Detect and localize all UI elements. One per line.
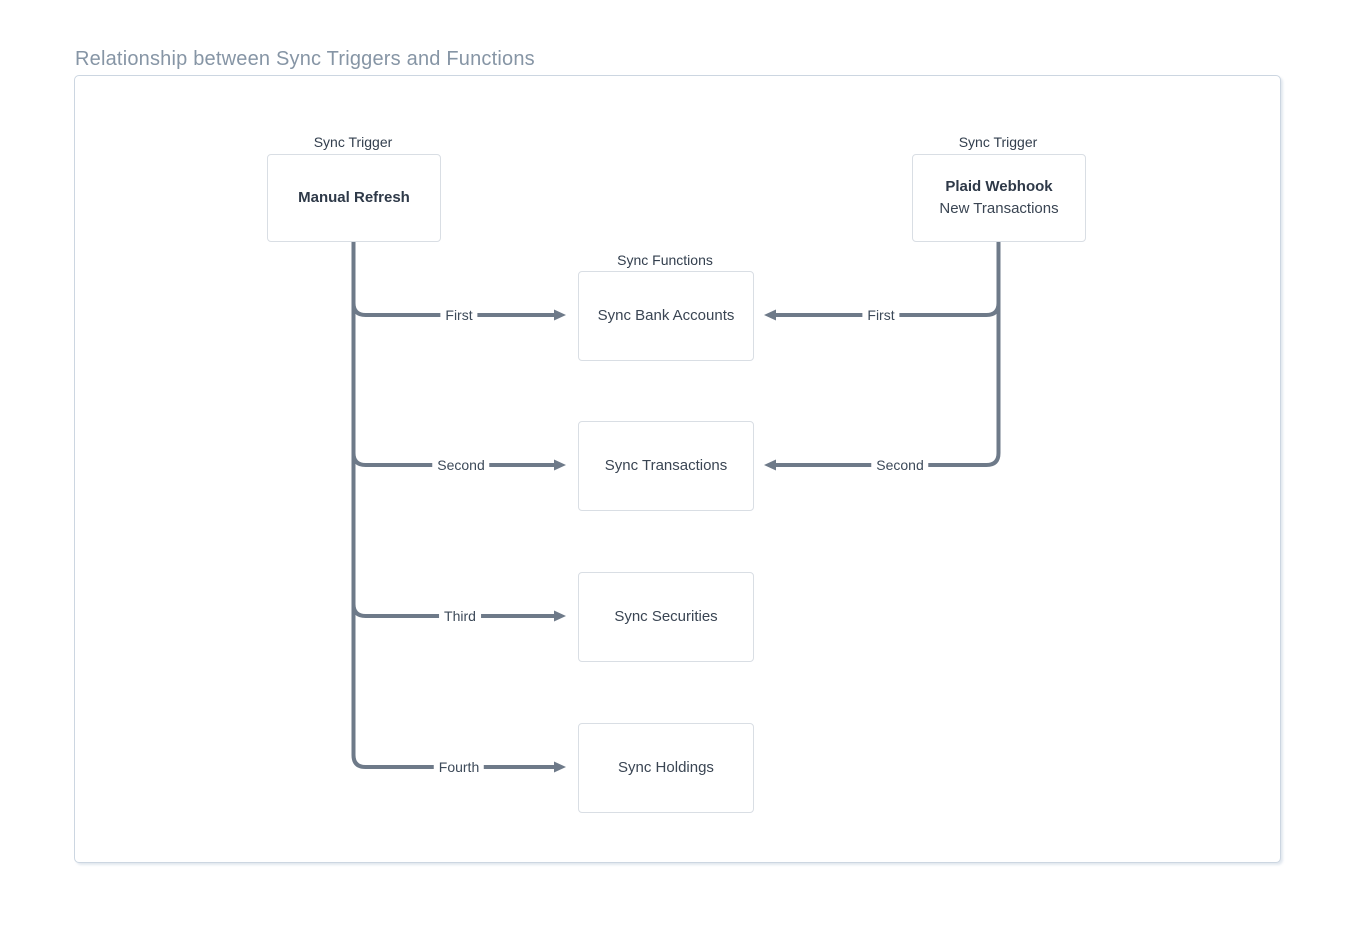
node-sync-transactions-label: Sync Transactions	[604, 457, 728, 475]
group-label-sync-functions: Sync Functions	[617, 252, 713, 268]
group-label-sync-trigger-webhook: Sync Trigger	[958, 134, 1038, 150]
edge-label-webhook-second: Second	[871, 456, 929, 474]
edge-label-manual-second: Second	[432, 456, 490, 474]
edge-label-manual-first: First	[440, 306, 478, 324]
node-manual-refresh: Manual Refresh	[267, 154, 441, 242]
node-sync-bank-accounts-label: Sync Bank Accounts	[597, 307, 735, 325]
node-sync-securities-label: Sync Securities	[614, 608, 718, 626]
node-sync-securities: Sync Securities	[578, 572, 754, 662]
edge-label-manual-fourth: Fourth	[433, 758, 485, 776]
node-plaid-webhook: Plaid Webhook New Transactions	[912, 154, 1086, 242]
node-plaid-webhook-label: Plaid Webhook	[945, 178, 1053, 196]
edge-label-webhook-first: First	[862, 306, 900, 324]
node-sync-holdings-label: Sync Holdings	[618, 759, 714, 777]
edge-label-manual-third: Third	[439, 607, 481, 625]
node-sync-transactions: Sync Transactions	[578, 421, 754, 511]
node-manual-refresh-label: Manual Refresh	[298, 189, 410, 207]
node-plaid-webhook-sublabel: New Transactions	[939, 200, 1059, 217]
diagram-title: Relationship between Sync Triggers and F…	[75, 48, 535, 70]
node-sync-holdings: Sync Holdings	[578, 723, 754, 813]
node-sync-bank-accounts: Sync Bank Accounts	[578, 271, 754, 361]
group-label-sync-trigger-manual: Sync Trigger	[313, 134, 393, 150]
